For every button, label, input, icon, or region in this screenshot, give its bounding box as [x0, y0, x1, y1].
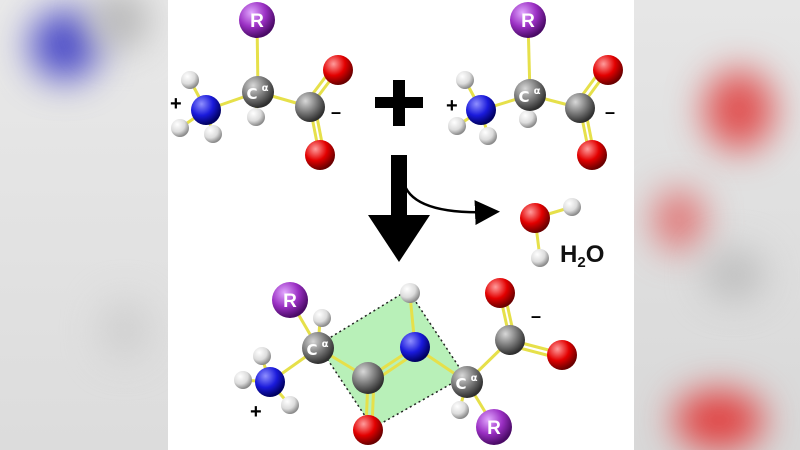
oxygen-atom — [305, 140, 335, 170]
hydrogen-atom — [451, 401, 469, 419]
blurred-gray-atom — [704, 250, 764, 300]
plus-sign-icon — [375, 80, 423, 126]
water-molecule: H2O — [520, 198, 604, 271]
oxygen-atom — [593, 55, 623, 85]
hydrogen-atom — [171, 119, 189, 137]
carbonyl-carbon-atom — [352, 362, 384, 394]
c-alpha-superscript: α — [471, 373, 478, 384]
hydrogen-atom — [479, 127, 497, 145]
hydrogen-atom — [253, 347, 271, 365]
c-alpha-label: C — [306, 341, 317, 359]
c-alpha-superscript: α — [322, 339, 329, 350]
r-group-atom — [510, 2, 546, 38]
curved-arrow-icon — [401, 179, 500, 226]
hydrogen-atom — [313, 309, 331, 327]
nitrogen-atom — [466, 95, 496, 125]
r-group-atom — [272, 282, 308, 318]
hydrogen-atom — [563, 198, 581, 216]
r-group-atom — [476, 409, 512, 445]
c-alpha-superscript: α — [262, 83, 269, 94]
blurred-red-atom — [654, 190, 704, 250]
dipeptide: R C α C α R + – — [234, 278, 577, 445]
minus-charge: – — [331, 102, 341, 122]
hydrogen-atom — [400, 283, 420, 303]
alpha-carbon-atom — [514, 79, 546, 111]
c-alpha-label: C — [455, 375, 466, 393]
reaction-arrow-icon — [368, 155, 430, 262]
peptide-plane — [316, 288, 467, 429]
amino-acid-2: R C α + – — [446, 2, 623, 170]
r-group-label: R — [250, 11, 264, 32]
carboxyl-carbon-atom — [565, 93, 595, 123]
hydrogen-atom — [531, 249, 549, 267]
oxygen-atom — [353, 415, 383, 445]
blurred-background-right — [634, 0, 800, 450]
diagram-panel: R C α + – R — [168, 0, 634, 450]
hydrogen-atom — [181, 71, 199, 89]
r-group-label: R — [521, 11, 535, 32]
hydrogen-atom — [234, 371, 252, 389]
carboxyl-carbon-atom — [295, 92, 325, 122]
blurred-red-atom — [674, 390, 764, 450]
water-formula: H2O — [560, 241, 604, 271]
oxygen-atom — [547, 340, 577, 370]
alpha-carbon-atom — [302, 332, 334, 364]
nitrogen-atom — [400, 332, 430, 362]
c-alpha-label: C — [518, 88, 529, 106]
hydrogen-atom — [519, 110, 537, 128]
hydrogen-atom — [247, 108, 265, 126]
c-alpha-label: C — [246, 85, 257, 103]
blurred-background-left — [0, 0, 168, 450]
oxygen-atom — [485, 278, 515, 308]
oxygen-atom — [520, 203, 550, 233]
peptide-bond-diagram: R C α + – R — [170, 2, 623, 445]
oxygen-atom — [577, 140, 607, 170]
plus-charge: + — [446, 95, 458, 117]
r-group-label: R — [487, 418, 501, 439]
blurred-gray-atom — [100, 300, 150, 360]
r-group-label: R — [283, 291, 297, 312]
carboxyl-carbon-atom — [495, 325, 525, 355]
minus-charge: – — [605, 102, 615, 122]
oxygen-atom — [323, 55, 353, 85]
blurred-red-atom — [704, 70, 774, 150]
blurred-blue-atom — [30, 10, 100, 80]
c-alpha-superscript: α — [534, 86, 541, 97]
nitrogen-atom — [255, 367, 285, 397]
plus-charge: + — [170, 93, 182, 115]
minus-charge: – — [531, 306, 541, 326]
plus-charge: + — [250, 401, 262, 423]
nitrogen-atom — [191, 95, 221, 125]
amino-acid-1: R C α + – — [170, 2, 353, 170]
hydrogen-atom — [456, 71, 474, 89]
blurred-gray-atom — [90, 0, 150, 50]
alpha-carbon-atom — [242, 76, 274, 108]
r-group-atom — [239, 2, 275, 38]
hydrogen-atom — [204, 125, 222, 143]
hydrogen-atom — [281, 396, 299, 414]
alpha-carbon-atom — [451, 366, 483, 398]
hydrogen-atom — [448, 117, 466, 135]
